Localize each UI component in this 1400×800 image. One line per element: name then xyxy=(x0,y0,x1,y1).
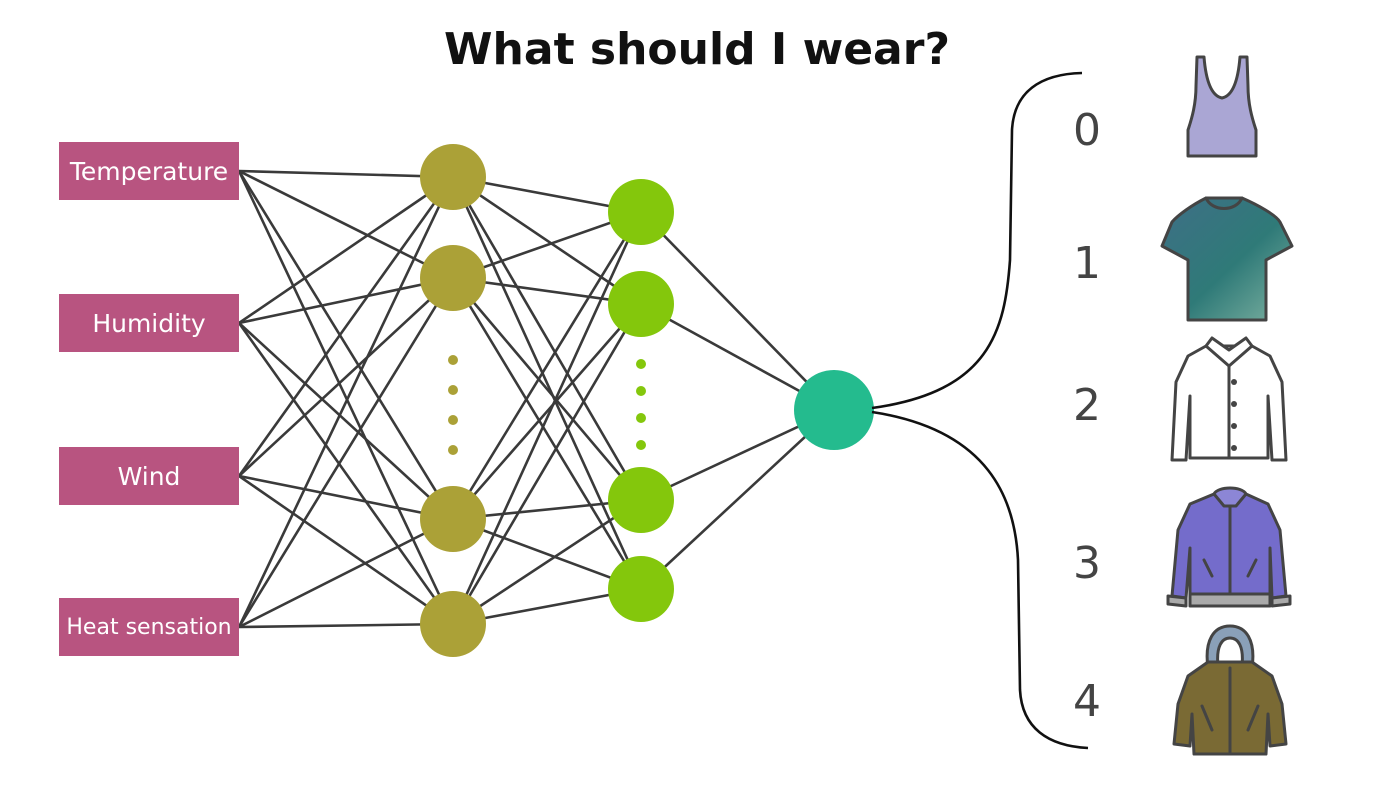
class-label-2: 2 xyxy=(1073,380,1101,431)
class-label-3: 3 xyxy=(1073,538,1101,589)
ellipsis-dot xyxy=(636,386,646,396)
input-box-heat-sensation xyxy=(59,598,239,656)
edge-hidden2-output xyxy=(640,211,835,411)
edge-input-hidden1 xyxy=(238,474,454,521)
edge-hidden1-hidden2 xyxy=(452,210,642,280)
ellipsis-dot xyxy=(636,413,646,423)
tank-top-icon xyxy=(1186,55,1258,158)
input-layer: Temperature Humidity Wind Heat sensation xyxy=(59,142,239,656)
input-label-temperature: Temperature xyxy=(69,157,228,186)
input-box-humidity xyxy=(59,294,239,352)
edge-hidden1-hidden2 xyxy=(452,498,642,626)
input-label-humidity: Humidity xyxy=(92,309,206,338)
hidden-layer-2 xyxy=(608,179,674,622)
class-label-0: 0 xyxy=(1073,105,1101,156)
ellipsis-dot xyxy=(448,445,458,455)
t-shirt-icon xyxy=(1160,196,1294,322)
hidden2-node xyxy=(608,556,674,622)
edge-input-hidden1 xyxy=(237,176,455,628)
input-box-wind xyxy=(59,447,239,505)
input-box-temperature xyxy=(59,142,239,200)
edge-hidden2-output xyxy=(640,409,835,590)
edge-input-hidden1 xyxy=(238,322,454,520)
dress-shirt-icon xyxy=(1170,336,1288,462)
edge-input-hidden1 xyxy=(238,517,454,629)
network-edges xyxy=(237,169,835,629)
edge-input-hidden1 xyxy=(238,169,454,179)
edge-input-hidden1 xyxy=(237,322,455,625)
hidden1-node xyxy=(420,144,486,210)
hidden-layer-1 xyxy=(420,144,486,657)
edge-hidden1-hidden2 xyxy=(451,211,643,520)
hidden2-node xyxy=(608,467,674,533)
edge-input-hidden1 xyxy=(238,276,454,325)
hidden1-node xyxy=(420,486,486,552)
edge-hidden1-hidden2 xyxy=(451,303,643,625)
edge-hidden1-hidden2 xyxy=(451,176,643,501)
edge-input-hidden1 xyxy=(238,474,454,626)
edge-input-hidden1 xyxy=(237,170,455,625)
edge-input-hidden1 xyxy=(237,277,455,628)
edge-hidden1-hidden2 xyxy=(452,303,642,520)
input-label-wind: Wind xyxy=(118,462,181,491)
class-labels: 0 1 2 3 4 xyxy=(1073,105,1101,727)
edge-hidden1-hidden2 xyxy=(451,211,643,625)
output-brace xyxy=(871,71,1089,750)
hidden2-node xyxy=(608,179,674,245)
ellipsis-dot xyxy=(448,415,458,425)
hooded-parka-icon xyxy=(1172,624,1288,756)
class-label-4: 4 xyxy=(1073,676,1101,727)
edge-input-hidden1 xyxy=(238,277,454,477)
edge-input-hidden1 xyxy=(238,169,454,280)
hidden1-node xyxy=(420,591,486,657)
hidden1-node xyxy=(420,245,486,311)
edge-hidden1-hidden2 xyxy=(451,277,643,590)
edge-hidden1-hidden2 xyxy=(452,517,642,591)
edge-input-hidden1 xyxy=(238,622,454,629)
output-node xyxy=(794,370,874,450)
class-label-1: 1 xyxy=(1073,238,1101,289)
bomber-jacket-icon xyxy=(1166,486,1292,608)
edge-input-hidden1 xyxy=(237,176,455,477)
ellipsis-dot xyxy=(636,359,646,369)
ellipsis-dot xyxy=(636,440,646,450)
ellipsis-dot xyxy=(448,355,458,365)
diagram-title: What should I wear? xyxy=(444,24,950,75)
input-label-heat-sensation: Heat sensation xyxy=(66,615,231,640)
edge-input-hidden1 xyxy=(238,175,454,325)
edge-hidden1-hidden2 xyxy=(452,277,642,501)
edge-input-hidden1 xyxy=(237,170,455,520)
ellipsis-dot xyxy=(448,385,458,395)
hidden2-node xyxy=(608,271,674,337)
